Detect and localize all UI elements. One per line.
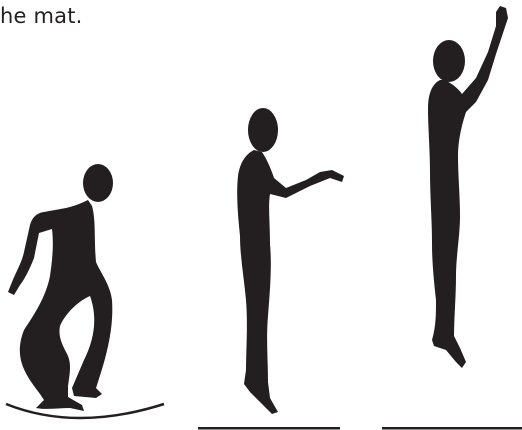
standing-figure-head (248, 108, 278, 152)
crouching-figure-body (8, 200, 112, 411)
jumping-figure-head (433, 40, 465, 82)
crouching-figure (8, 164, 113, 411)
jumping-ground-line (382, 427, 522, 430)
curved-mat (6, 404, 164, 418)
jumping-figure (428, 6, 508, 368)
crouching-figure-head (83, 164, 113, 202)
standing-ground-line (198, 427, 340, 430)
standing-figure-body (237, 150, 344, 414)
standing-figure (237, 108, 344, 414)
